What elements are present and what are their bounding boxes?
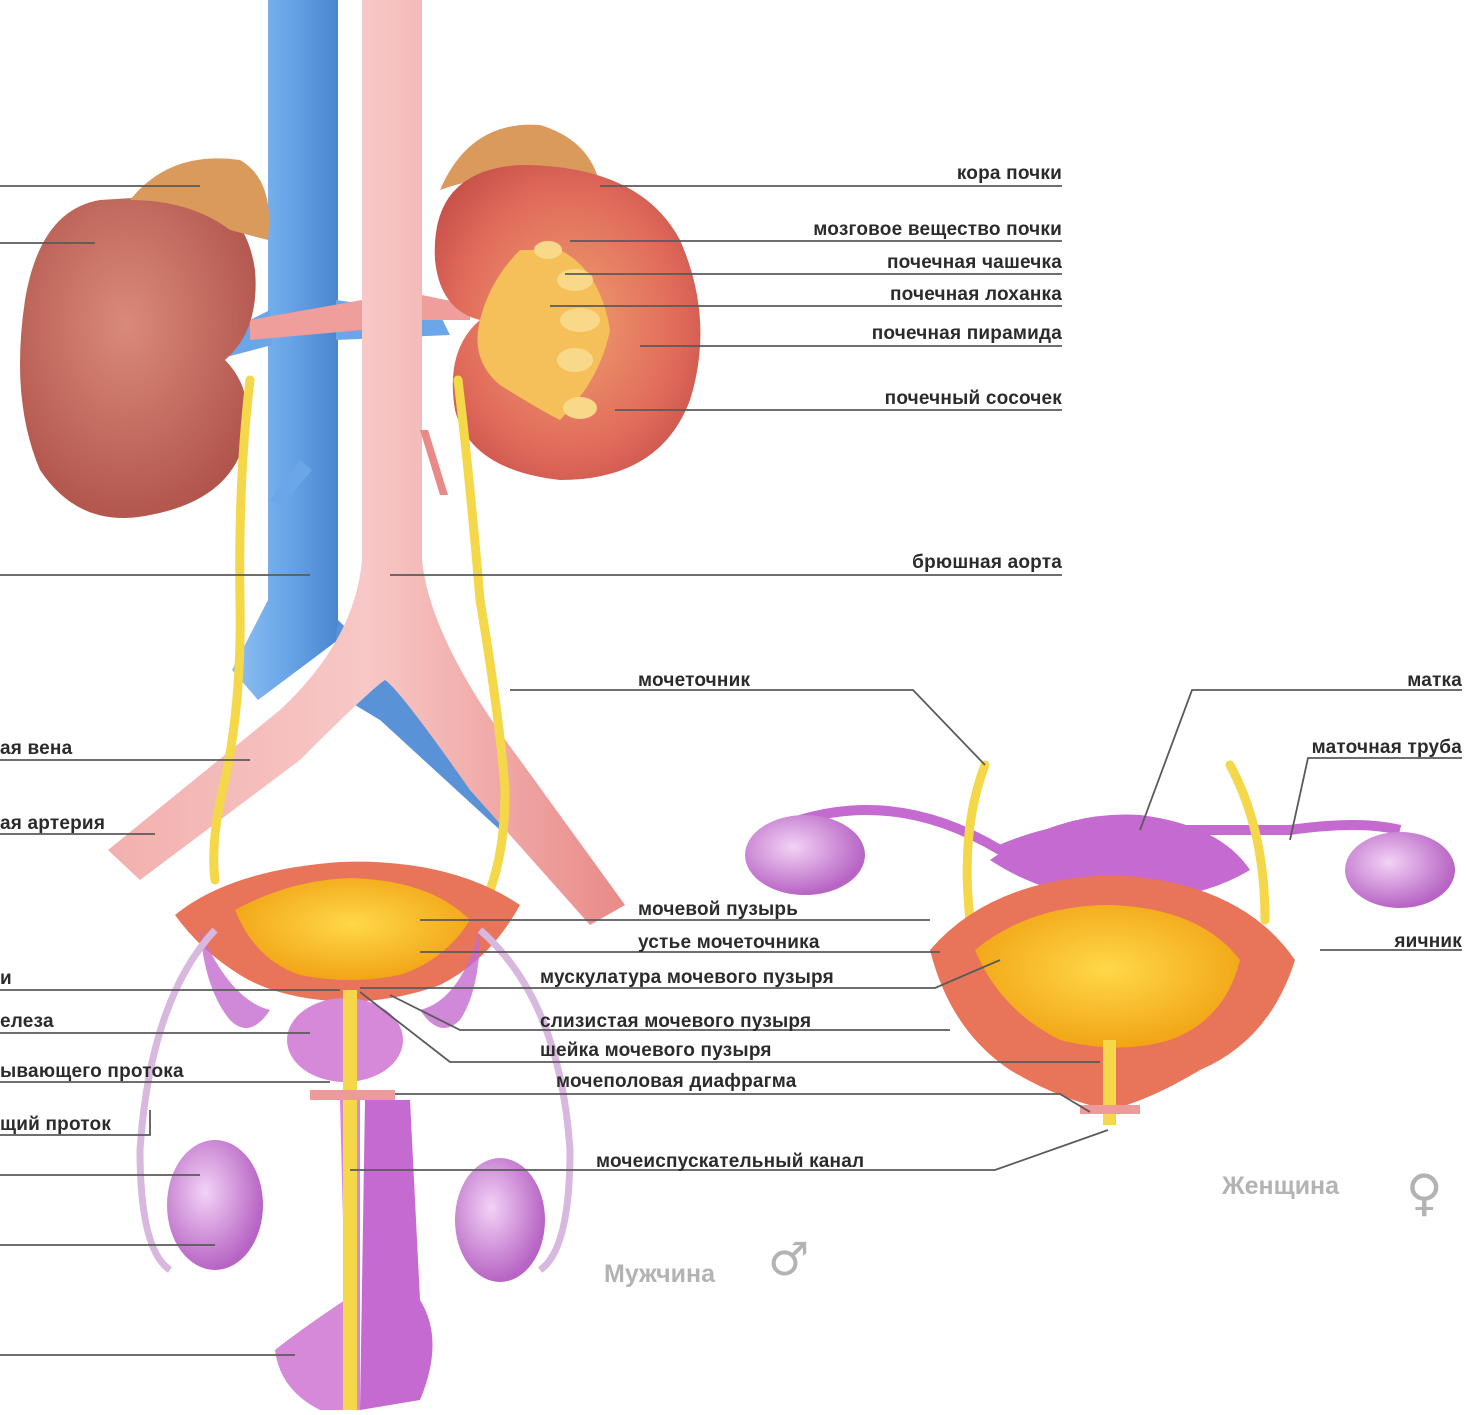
label-aorta: брюшная аорта xyxy=(912,553,1062,572)
label-ureter-orifice: устье мочеточника xyxy=(638,933,820,952)
label-vein-cut: ая вена xyxy=(0,739,72,758)
label-ovary: яичник xyxy=(1394,932,1462,951)
female-symbol-icon: ♀ xyxy=(1406,1168,1443,1218)
label-uterus: матка xyxy=(1407,671,1462,690)
label-pyramid: почечная пирамида xyxy=(872,324,1062,343)
label-cortex: кора почки xyxy=(957,164,1062,183)
label-mucosa: слизистая мочевого пузыря xyxy=(540,1012,811,1031)
label-duct2-cut: щий проток xyxy=(0,1115,111,1134)
label-female: Женщина xyxy=(1222,1174,1339,1199)
label-urogenital-diaphragm: мочеполовая диафрагма xyxy=(556,1072,797,1091)
label-medulla: мозговое вещество почки xyxy=(813,220,1062,239)
label-papilla: почечный сосочек xyxy=(885,389,1062,408)
label-ureter: мочеточник xyxy=(638,671,750,690)
label-artery-cut: ая артерия xyxy=(0,814,105,833)
label-male: Мужчина xyxy=(604,1262,715,1287)
label-urethra: мочеиспускательный канал xyxy=(596,1152,864,1171)
label-duct-cut: ывающего протока xyxy=(0,1062,184,1081)
label-pelvis: почечная лоханка xyxy=(890,285,1062,304)
label-left-i: и xyxy=(0,969,12,988)
label-calyx: почечная чашечка xyxy=(887,253,1062,272)
female-organs xyxy=(745,765,1455,1125)
label-fallopian-tube: маточная труба xyxy=(1312,738,1462,757)
left-kidney xyxy=(20,158,269,518)
label-bladder-neck: шейка мочевого пузыря xyxy=(540,1041,772,1060)
male-symbol-icon: ♂ xyxy=(768,1236,809,1282)
right-kidney-section xyxy=(435,125,701,480)
label-gland-cut: елеза xyxy=(0,1012,54,1031)
label-bladder-muscle: мускулатура мочевого пузыря xyxy=(540,968,834,987)
label-bladder: мочевой пузырь xyxy=(638,900,798,919)
